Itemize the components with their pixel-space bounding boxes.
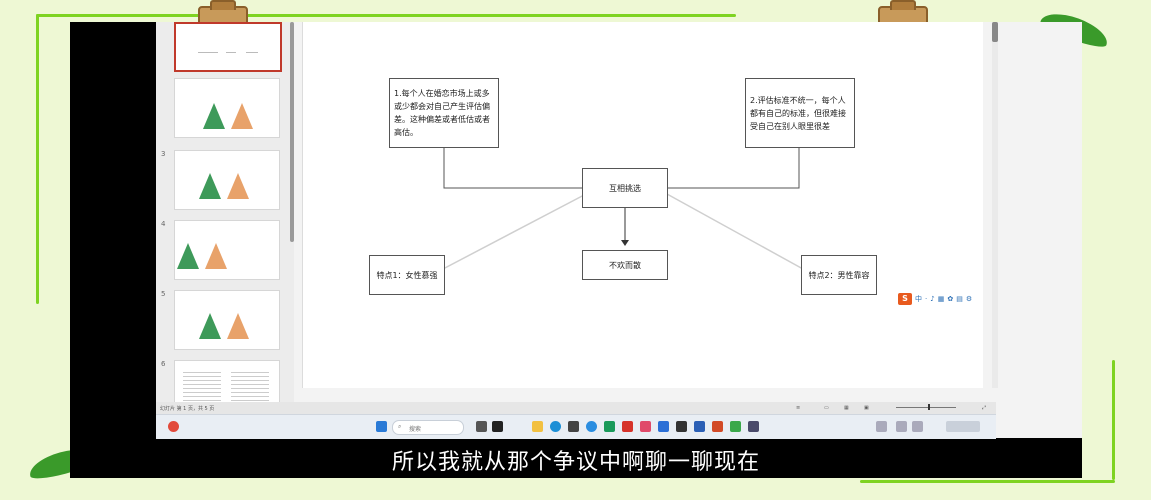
windows-taskbar: ⌕ 搜索 [156, 414, 996, 439]
canvas-scrollbar-thumb[interactable] [992, 22, 998, 42]
ime-punctuation-icon[interactable]: · [925, 295, 928, 303]
slide-position-text: 幻灯片 第 1 页，共 5 页 [160, 406, 215, 412]
network-icon[interactable] [896, 421, 907, 432]
sorter-view-icon[interactable]: ▦ [844, 405, 849, 411]
normal-view-icon[interactable]: ▭ [824, 405, 829, 411]
powerpoint-icon[interactable] [712, 421, 723, 432]
ime-logo-icon[interactable]: S [898, 293, 912, 305]
slide-thumbnail-panel[interactable]: 3 4 5 6 [156, 22, 294, 402]
tray-overflow-icon[interactable] [876, 421, 887, 432]
green-triangle [199, 173, 221, 199]
thumbnail-scrollbar[interactable] [290, 22, 294, 242]
slide-thumbnail-2[interactable] [174, 78, 280, 138]
task-view-icon[interactable] [492, 421, 503, 432]
zoom-thumb[interactable] [928, 404, 930, 410]
edge-browser-icon[interactable] [550, 421, 561, 432]
orange-triangle [227, 313, 249, 339]
app-icon-7[interactable] [676, 421, 687, 432]
start-button-icon[interactable] [376, 421, 387, 432]
ime-settings-icon[interactable]: ⚙ [965, 295, 973, 303]
slide-thumbnail-6[interactable] [174, 360, 280, 402]
green-triangle [199, 313, 221, 339]
video-frame: 3 4 5 6 [70, 22, 1082, 478]
app-icon-8[interactable] [730, 421, 741, 432]
diagram-box-trait-female: 特点1：女性慕强 [369, 255, 445, 295]
ppt-status-bar: 幻灯片 第 1 页，共 5 页 ≡ ▭ ▦ ▣ ⤢ [156, 402, 996, 414]
app-icon-3[interactable] [604, 421, 615, 432]
slide-thumbnail-1[interactable] [174, 22, 282, 72]
slide-number-3: 3 [161, 150, 166, 158]
diagram-box-evaluation-standard: 2.评估标准不统一，每个人都有自己的标准，但很难接受自己在别人眼里很差 [745, 78, 855, 148]
slide-thumbnail-5[interactable] [174, 290, 280, 350]
fit-slide-icon[interactable]: ⤢ [982, 405, 987, 411]
reading-view-icon[interactable]: ▣ [864, 405, 869, 411]
frame-left-line [36, 14, 39, 304]
app-icon-9[interactable] [748, 421, 759, 432]
frame-bottom-line [860, 480, 1115, 483]
copilot-icon[interactable] [476, 421, 487, 432]
weather-icon[interactable] [168, 421, 179, 432]
slide-canvas[interactable]: 1.每个人在婚恋市场上或多或少都会对自己产生评估偏差。这种偏差或者低估或者高估。… [302, 22, 983, 388]
diagram-box-trait-male: 特点2：男性靠容 [801, 255, 877, 295]
slide-thumbnail-3[interactable] [174, 150, 280, 210]
green-triangle [203, 103, 225, 129]
ime-menu-icon[interactable]: ▤ [956, 295, 963, 303]
canvas-scrollbar-track[interactable] [992, 22, 998, 388]
orange-triangle [205, 243, 227, 269]
recorded-screen: 3 4 5 6 [156, 22, 1082, 439]
app-icon-5[interactable] [640, 421, 651, 432]
zoom-slider[interactable] [896, 407, 956, 408]
word-icon[interactable] [694, 421, 705, 432]
search-placeholder: 搜索 [409, 426, 422, 433]
diagram-box-result: 不欢而散 [582, 250, 668, 280]
green-triangle [177, 243, 199, 269]
orange-triangle [231, 103, 253, 129]
clock-icon[interactable] [946, 421, 980, 432]
slide-thumbnail-4[interactable] [174, 220, 280, 280]
ime-mic-icon[interactable]: ♪ [930, 295, 935, 303]
file-explorer-icon[interactable] [532, 421, 543, 432]
notes-icon[interactable]: ≡ [796, 405, 801, 411]
search-icon: ⌕ [398, 423, 402, 430]
slide-number-5: 5 [161, 290, 166, 298]
taskbar-search-box[interactable]: ⌕ 搜索 [392, 420, 464, 435]
app-icon-1[interactable] [568, 421, 579, 432]
frame-right-line [1112, 360, 1115, 480]
slide-number-6: 6 [161, 360, 166, 368]
orange-triangle [227, 173, 249, 199]
volume-icon[interactable] [912, 421, 923, 432]
input-method-toolbar[interactable]: S 中 · ♪ ▦ ✿ ▤ ⚙ [898, 292, 972, 306]
diagram-box-mutual-selection: 互相挑选 [582, 168, 668, 208]
frame-top-line [36, 14, 736, 17]
diagram-box-evaluation-bias: 1.每个人在婚恋市场上或多或少都会对自己产生评估偏差。这种偏差或者低估或者高估。 [389, 78, 499, 148]
ime-mode-label[interactable]: 中 [915, 295, 922, 303]
slide-number-4: 4 [161, 220, 166, 228]
app-icon-2[interactable] [586, 421, 597, 432]
app-icon-4[interactable] [622, 421, 633, 432]
app-icon-6[interactable] [658, 421, 669, 432]
ime-skin-icon[interactable]: ✿ [947, 295, 954, 303]
diagram-connectors [442, 148, 804, 270]
ime-keyboard-icon[interactable]: ▦ [937, 295, 945, 303]
video-subtitle: 所以我就从那个争议中啊聊一聊现在 [391, 450, 760, 475]
